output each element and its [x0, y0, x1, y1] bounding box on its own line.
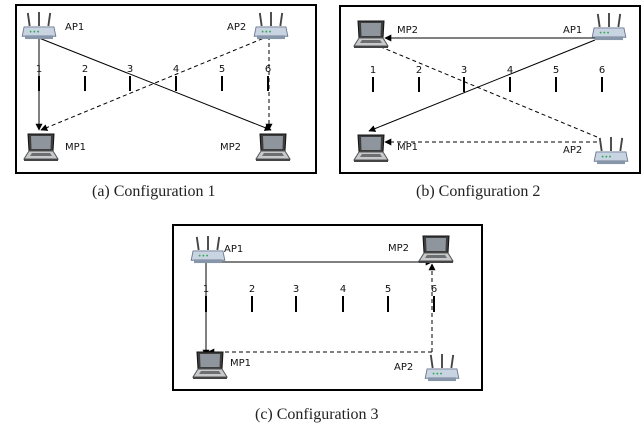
mobile-point-mp2-icon: [418, 235, 454, 264]
position-markers: 1 2 3 4 5 6: [370, 65, 605, 92]
node-label-mp2: MP2: [388, 243, 409, 254]
node-label-mp1: MP1: [230, 358, 251, 369]
position-marker-3: [129, 76, 131, 91]
position-marker-4: [342, 296, 344, 312]
position-label-5: 5: [385, 284, 391, 295]
position-marker-6: [267, 76, 269, 91]
node-label-mp2: MP2: [220, 142, 241, 153]
links: [368, 34, 598, 146]
node-label-mp2: MP2: [397, 25, 418, 36]
position-label-6: 6: [265, 64, 271, 75]
position-marker-3: [463, 77, 465, 92]
position-label-1: 1: [36, 64, 42, 75]
mobile-point-mp1-icon: [353, 134, 389, 163]
node-label-ap1: AP1: [65, 22, 84, 33]
position-marker-3: [295, 296, 297, 312]
node-label-ap1: AP1: [563, 25, 582, 36]
position-marker-6: [601, 77, 603, 92]
caption-configuration-2: (b) Configuration 2: [416, 183, 541, 200]
link-ap2-mp2: [368, 41, 598, 138]
node-label-mp1: MP1: [65, 142, 86, 153]
position-marker-2: [251, 296, 253, 312]
position-marker-5: [387, 296, 389, 312]
position-label-4: 4: [340, 284, 346, 295]
position-label-2: 2: [82, 64, 88, 75]
position-markers: 1 2 3 4 5 6: [36, 64, 271, 91]
node-label-ap2: AP2: [227, 22, 246, 33]
position-label-1: 1: [370, 65, 376, 76]
access-point-ap1-icon: [21, 12, 57, 40]
diagram-panel-b: 1 2 3 4 5 6 MP2 AP1 MP1 AP2: [339, 5, 641, 174]
position-label-4: 4: [173, 64, 179, 75]
position-marker-2: [418, 77, 420, 92]
link-ap1-mp2: [38, 37, 272, 131]
position-label-6: 6: [599, 65, 605, 76]
position-label-5: 5: [219, 64, 225, 75]
access-point-ap2-icon: [253, 12, 289, 40]
position-label-3: 3: [461, 65, 467, 76]
caption-configuration-1: (a) Configuration 1: [92, 183, 216, 200]
mobile-point-mp2-icon: [255, 133, 291, 162]
position-marker-6: [433, 296, 435, 312]
position-label-2: 2: [416, 65, 422, 76]
diagram-panel-a: 1 2 3 4 5 6 AP1 AP2 MP1 MP2: [15, 4, 317, 174]
access-point-ap2-icon: [424, 354, 460, 382]
caption-configuration-3: (c) Configuration 3: [255, 406, 379, 423]
position-marker-1: [205, 296, 207, 312]
position-label-5: 5: [553, 65, 559, 76]
node-label-ap2: AP2: [394, 362, 413, 373]
node-label-ap2: AP2: [563, 145, 582, 156]
position-marker-5: [555, 77, 557, 92]
position-label-6: 6: [431, 284, 437, 295]
position-marker-1: [372, 77, 374, 92]
position-label-3: 3: [293, 284, 299, 295]
position-label-4: 4: [507, 65, 513, 76]
access-point-ap1-icon: [591, 13, 627, 41]
links: [202, 258, 436, 357]
access-point-ap1-icon: [190, 236, 226, 264]
position-label-3: 3: [127, 64, 133, 75]
position-markers: 1 2 3 4 5 6: [203, 284, 437, 312]
position-marker-5: [221, 76, 223, 91]
position-label-2: 2: [249, 284, 255, 295]
access-point-ap2-icon: [593, 137, 629, 165]
position-marker-2: [84, 76, 86, 91]
mobile-point-mp1-icon: [192, 351, 228, 380]
position-marker-4: [175, 76, 177, 91]
mobile-point-mp1-icon: [23, 133, 59, 162]
position-marker-1: [38, 76, 40, 91]
node-label-mp1: MP1: [397, 142, 418, 153]
diagram-panel-c: 1 2 3 4 5 6 AP1 MP2 MP1 AP2: [172, 224, 483, 391]
position-label-1: 1: [203, 284, 209, 295]
link-ap2-mp1: [40, 35, 270, 131]
position-marker-4: [509, 77, 511, 92]
node-label-ap1: AP1: [224, 244, 243, 255]
links: [35, 35, 273, 131]
mobile-point-mp2-icon: [353, 20, 389, 49]
link-ap1-mp1: [368, 39, 596, 132]
